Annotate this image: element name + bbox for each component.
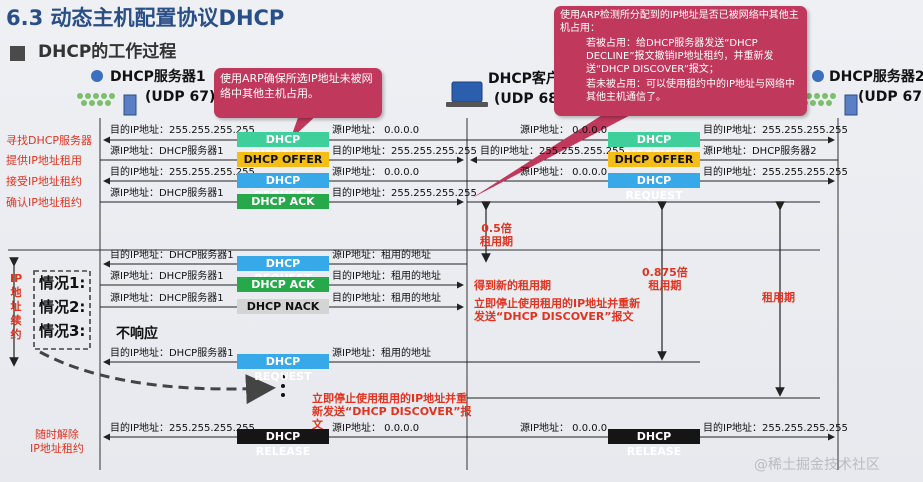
addr-dst-bcast-1: 目的IP地址：255.255.255.255: [110, 125, 255, 136]
action-offer: 提供IP地址租用: [6, 154, 82, 167]
msg-request-1: DHCP REQUEST: [237, 173, 329, 202]
case-1-label: 情况1:: [39, 274, 86, 292]
msg-release-1: DHCP RELEASE: [237, 429, 329, 458]
server2-name: DHCP服务器2: [829, 69, 923, 85]
arp-ensure-text: 使用ARP确保所选IP地址未被网络中其他主机占用。: [220, 72, 373, 100]
msg-request-retry: DHCP REQUEST: [237, 354, 329, 383]
note-stop-resend: 立即停止使用租用的IP地址并重新发送“DHCP DISCOVER”报文: [474, 297, 641, 323]
case-2-label: 情况2:: [39, 298, 86, 316]
addr-src-zero-3: 源IP地址： 0.0.0.0: [332, 167, 420, 178]
addr-src-leased-8: 源IP地址：租用的地址: [332, 348, 431, 359]
addr-dst-server1-8: 目的IP地址：DHCP服务器1: [110, 348, 234, 359]
client-name: DHCP客户: [488, 71, 560, 87]
addr-src-zero-9: 源IP地址： 0.0.0.0: [332, 423, 420, 434]
msg-request-2: DHCP REQUEST: [608, 173, 700, 202]
msg-offer-2: DHCP OFFER: [608, 152, 700, 167]
addr-src-server1-4: 源IP地址：DHCP服务器1: [110, 188, 224, 199]
note-new-lease: 得到新的租用期: [474, 279, 551, 292]
addr-dst-bcast-r9: 目的IP地址：255.255.255.255: [703, 423, 848, 434]
addr-src-leased-5: 源IP地址：租用的地址: [332, 250, 431, 261]
action-find: 寻找DHCP服务器: [6, 134, 93, 147]
addr-src-zero-r3: 源IP地址： 0.0.0.0: [520, 167, 608, 178]
cases-box: [33, 270, 91, 350]
watermark: @稀土掘金技术社区: [754, 457, 880, 473]
note-stop-resend-2: 立即停止使用租用的IP地址并重新发送“DHCP DISCOVER”报文: [312, 392, 472, 431]
section-subtitle: DHCP的工作过程: [38, 42, 177, 62]
timer-full-label: 租用期: [762, 291, 795, 304]
arp-check-title: 使用ARP检测所分配到的IP地址是否已被网络中其他主机占用：: [560, 10, 799, 34]
addr-dst-server1-5: 目的IP地址：DHCP服务器1: [110, 250, 234, 261]
addr-src-server1-7: 源IP地址：DHCP服务器1: [110, 293, 224, 304]
msg-release-2: DHCP RELEASE: [608, 429, 700, 458]
addr-src-server1-2: 源IP地址：DHCP服务器1: [110, 146, 224, 157]
addr-src-server2: 源IP地址：DHCP服务器2: [703, 146, 817, 157]
addr-src-server1-6: 源IP地址：DHCP服务器1: [110, 271, 224, 282]
timer-seven-eighths-label: 0.875倍 租用期: [642, 266, 688, 292]
addr-dst-bcast-r2: 目的IP地址：255.255.255.255: [480, 146, 625, 157]
server2-icon: [798, 70, 858, 116]
msg-ack-1: DHCP ACK: [237, 194, 329, 209]
addr-src-zero-r1: 源IP地址： 0.0.0.0: [520, 125, 608, 136]
msg-offer-1: DHCP OFFER: [237, 152, 329, 167]
arp-check-free: 若未被占用：可以使用租约中的IP地址与网络中其他主机通信了。: [586, 79, 795, 103]
arp-ensure-callout: 使用ARP确保所选IP地址未被网络中其他主机占用。: [214, 68, 382, 118]
addr-dst-bcast-9: 目的IP地址：255.255.255.255: [110, 423, 255, 434]
page-title: 6.3 动态主机配置协议DHCP: [6, 6, 285, 30]
addr-dst-bcast-3: 目的IP地址：255.255.255.255: [110, 167, 255, 178]
no-response-arrow: [39, 350, 276, 405]
renew-label: IP地址续约: [10, 272, 23, 341]
action-release: 随时解除 IP地址租约: [30, 428, 84, 455]
server1-port: (UDP 67): [145, 89, 216, 105]
action-confirm: 确认IP地址租约: [6, 196, 82, 209]
arp-check-used: 若被占用：给DHCP服务器发送“DHCP DECLINE”报文撤销IP地址租约，…: [586, 38, 774, 75]
timer-half-label: 0.5倍 租用期: [480, 222, 513, 248]
msg-nack: DHCP NACK: [237, 299, 329, 314]
laptop-icon: [446, 81, 488, 107]
addr-src-zero-r9: 源IP地址： 0.0.0.0: [520, 423, 608, 434]
msg-ack-renew: DHCP ACK: [237, 277, 329, 292]
server2-port: (UDP 67): [858, 89, 923, 105]
addr-src-zero-1: 源IP地址： 0.0.0.0: [332, 125, 420, 136]
addr-dst-bcast-r1: 目的IP地址：255.255.255.255: [703, 125, 848, 136]
case-3-label: 情况3:: [39, 322, 86, 340]
msg-discover-2: DHCP DISCOVER: [608, 132, 700, 161]
arp-check-callout: 使用ARP检测所分配到的IP地址是否已被网络中其他主机占用： 若被占用：给DHC…: [554, 6, 807, 116]
server1-name: DHCP服务器1: [110, 69, 206, 85]
no-response-label: 不响应: [116, 326, 158, 342]
addr-dst-leased-6: 目的IP地址：租用的地址: [332, 271, 441, 282]
server1-icon: [77, 70, 137, 116]
action-accept: 接受IP地址租约: [6, 175, 82, 188]
msg-request-renew: DHCP REQUEST: [237, 256, 329, 285]
bullet-square-icon: [10, 46, 25, 61]
client-port: (UDP 68): [494, 91, 565, 107]
addr-dst-bcast-2: 目的IP地址：255.255.255.255: [332, 146, 477, 157]
addr-dst-leased-7: 目的IP地址：租用的地址: [332, 293, 441, 304]
msg-discover-1: DHCP DISCOVER: [237, 132, 329, 161]
addr-dst-bcast-r3: 目的IP地址：255.255.255.255: [703, 167, 848, 178]
addr-dst-bcast-4: 目的IP地址：255.255.255.255: [332, 188, 477, 199]
